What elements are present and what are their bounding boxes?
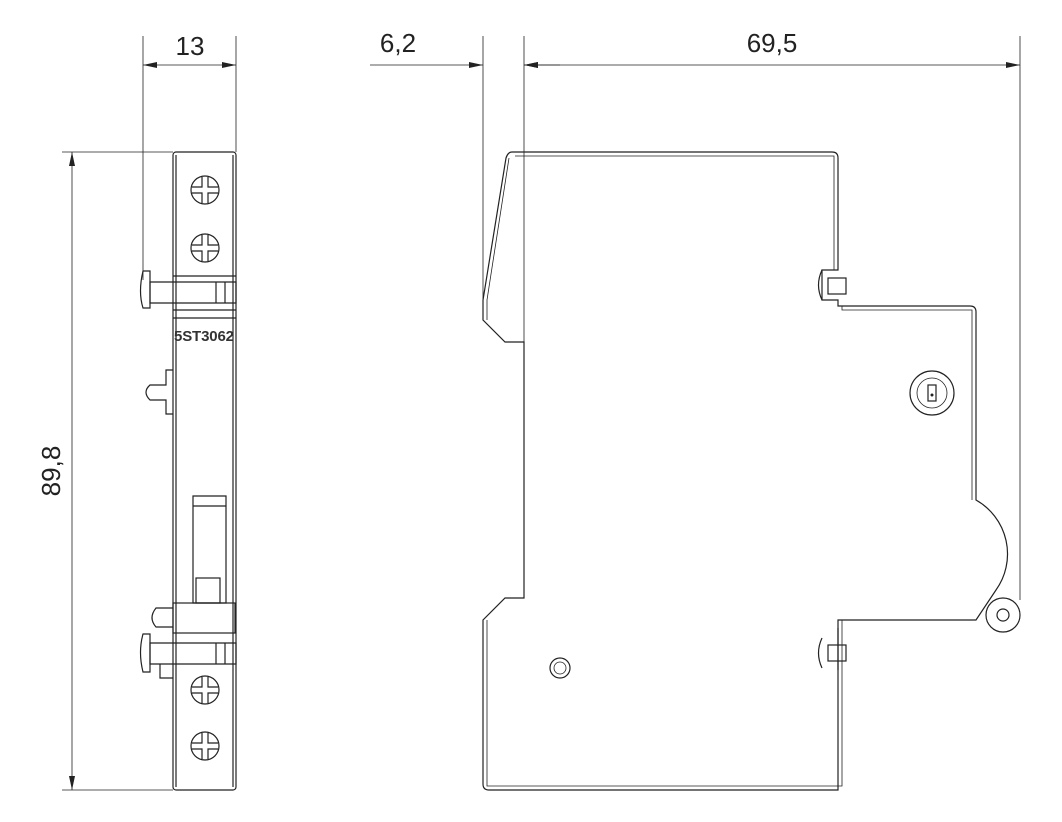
dimension-offset-6-2: 6,2 (370, 28, 560, 342)
dimension-height-89-8: 89,8 (36, 151, 173, 791)
dimension-label-13: 13 (176, 31, 205, 61)
screw-icon (190, 233, 220, 263)
clip-bottom (827, 644, 847, 662)
screw-icon (190, 731, 220, 761)
dimension-depth-69-5: 69,5 (524, 28, 1021, 600)
part-number-label: 5ST3062 (174, 328, 234, 345)
hinge-pivot-icon (985, 597, 1021, 633)
rivet-icon (549, 657, 571, 679)
dimension-width-13: 13 (142, 31, 237, 280)
dimension-label-6-2: 6,2 (380, 28, 416, 58)
clip-top (827, 277, 847, 295)
dimension-label-69-5: 69,5 (747, 28, 798, 58)
adjuster-knob-icon (909, 370, 955, 416)
profile-view (482, 151, 1021, 791)
screw-icon (190, 675, 220, 705)
screw-icon (190, 175, 220, 205)
dimension-label-89-8: 89,8 (36, 446, 66, 497)
side-view: 5ST3062 (139, 151, 237, 791)
